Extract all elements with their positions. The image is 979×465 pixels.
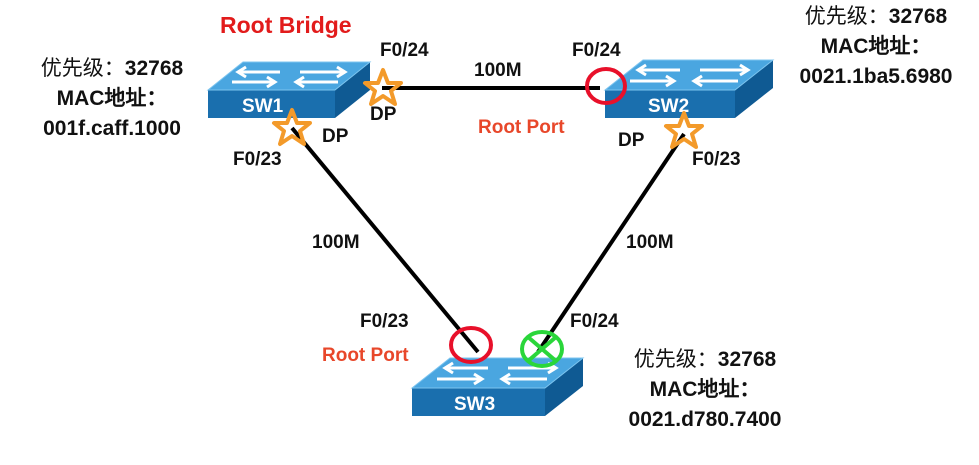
sw2-f023-role: DP	[618, 130, 645, 151]
root-bridge-label: Root Bridge	[220, 12, 352, 38]
priority-label: 优先级：	[804, 5, 889, 28]
sw3-info: 优先级：32768 MAC地址： 0021.d780.7400	[600, 345, 810, 435]
sw2-info: 优先级：32768 MAC地址： 0021.1ba5.6980	[776, 2, 976, 92]
sw1-info: 优先级：32768 MAC地址： 001f.caff.1000	[12, 54, 212, 144]
switch-arrows-icon	[630, 63, 751, 88]
sw3-priority-value: 32768	[717, 348, 777, 371]
switch-sw1-right	[335, 62, 370, 118]
switch-sw2-right	[735, 60, 773, 118]
sw2-priority-row: 优先级：32768	[776, 2, 976, 32]
sw1-priority-value: 32768	[124, 57, 184, 80]
link-sw2-sw3	[536, 132, 686, 354]
link-sw1-sw2-bandwidth: 100M	[474, 60, 522, 81]
sw2-mac-label: MAC地址：	[820, 35, 932, 58]
link-sw1-sw3	[290, 126, 480, 354]
switch-sw2-name: SW2	[648, 96, 689, 117]
switch-arrows-icon	[437, 361, 559, 386]
sw1-f023-label: F0/23	[233, 149, 282, 170]
root-port-circle-icon	[449, 326, 493, 364]
sw1-mac-label: MAC地址：	[56, 87, 168, 110]
priority-label: 优先级：	[633, 348, 718, 371]
designated-port-star-icon	[363, 68, 403, 106]
switch-sw1-name: SW1	[242, 96, 284, 117]
sw3-priority-row: 优先级：32768	[600, 345, 810, 375]
link-sw2-sw3-bandwidth: 100M	[626, 232, 674, 253]
switch-sw2-side	[605, 90, 735, 118]
switch-arrows-icon	[232, 65, 348, 89]
switch-sw3[interactable]: SW3	[410, 357, 585, 416]
sw2-priority-value: 32768	[888, 5, 948, 28]
sw3-root-port-label: Root Port	[322, 345, 409, 366]
switch-sw3-right	[545, 358, 583, 416]
link-sw1-sw3-bandwidth: 100M	[312, 232, 360, 253]
switch-sw2[interactable]: SW2	[603, 59, 775, 118]
switch-sw3-side	[412, 388, 545, 416]
sw2-f023-label: F0/23	[692, 149, 741, 170]
switch-sw1-side	[208, 90, 335, 118]
sw3-f024-label: F0/24	[570, 311, 619, 332]
sw1-f024-label: F0/24	[380, 40, 429, 61]
switch-sw3-name: SW3	[454, 394, 495, 415]
sw3-f023-label: F0/23	[360, 311, 409, 332]
sw1-mac-value: 001f.caff.1000	[43, 117, 181, 140]
root-port-circle-icon	[585, 67, 627, 105]
blocked-port-icon	[520, 330, 564, 368]
priority-label: 优先级：	[40, 57, 125, 80]
sw1-f023-role: DP	[322, 126, 349, 147]
sw1-f024-role: DP	[370, 104, 397, 125]
sw3-mac-label: MAC地址：	[649, 378, 761, 401]
sw1-priority-row: 优先级：32768	[12, 54, 212, 84]
switch-sw1[interactable]: SW1	[206, 61, 372, 118]
sw2-f024-label: F0/24	[572, 40, 621, 61]
sw2-root-port-label: Root Port	[478, 117, 565, 138]
sw2-mac-value: 0021.1ba5.6980	[799, 65, 953, 88]
sw3-mac-value: 0021.d780.7400	[628, 408, 782, 431]
designated-port-star-icon	[272, 108, 312, 146]
designated-port-star-icon	[664, 111, 704, 149]
